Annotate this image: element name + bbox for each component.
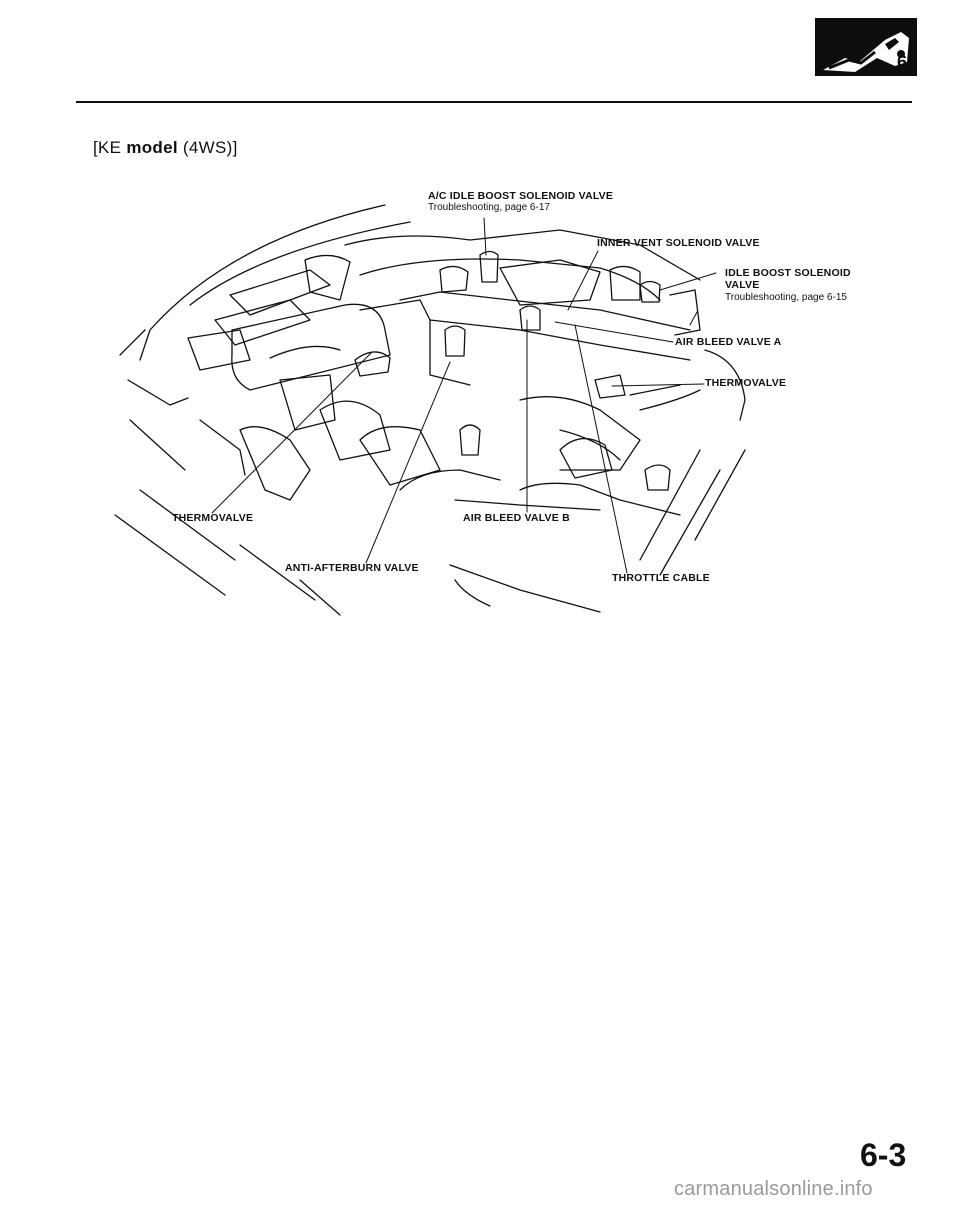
engine-components [187, 229, 701, 516]
body-outline [114, 204, 746, 616]
watermark: carmanualsonline.info [674, 1178, 873, 1200]
engine-bay-diagram [114, 204, 746, 616]
callout-thermovalve-right: THERMOVALVE [705, 377, 787, 389]
leader-lines [211, 217, 717, 574]
callout-anti-afterburn-valve: ANTI-AFTERBURN VALVE [285, 562, 419, 574]
heading-prefix: [KE [93, 138, 127, 157]
page-heading: [KE model (4WS)] [93, 138, 238, 158]
section-tab: 6 [815, 18, 917, 76]
section-number: 6 [897, 52, 907, 72]
header-rule [76, 101, 912, 103]
callout-inner-vent-valve: INNER VENT SOLENOID VALVE [597, 237, 760, 249]
heading-suffix: (4WS)] [177, 138, 238, 157]
callout-throttle-cable: THROTTLE CABLE [612, 572, 710, 584]
callout-idle-boost-valve-line1: IDLE BOOST SOLENOID [725, 267, 851, 279]
callout-idle-boost-valve-line2: VALVE [725, 279, 760, 291]
callout-ac-idle-boost-ref: Troubleshooting, page 6-17 [428, 202, 550, 213]
callout-air-bleed-valve-a: AIR BLEED VALVE A [675, 336, 782, 348]
callout-idle-boost-ref: Troubleshooting, page 6-15 [725, 292, 847, 303]
callout-thermovalve-left: THERMOVALVE [172, 512, 254, 524]
fuel-system-icon: 6 [823, 32, 909, 72]
heading-model: model [126, 138, 178, 157]
callout-air-bleed-valve-b: AIR BLEED VALVE B [463, 512, 570, 524]
callout-ac-idle-boost-valve: A/C IDLE BOOST SOLENOID VALVE [428, 190, 614, 202]
page-number: 6-3 [860, 1137, 907, 1173]
